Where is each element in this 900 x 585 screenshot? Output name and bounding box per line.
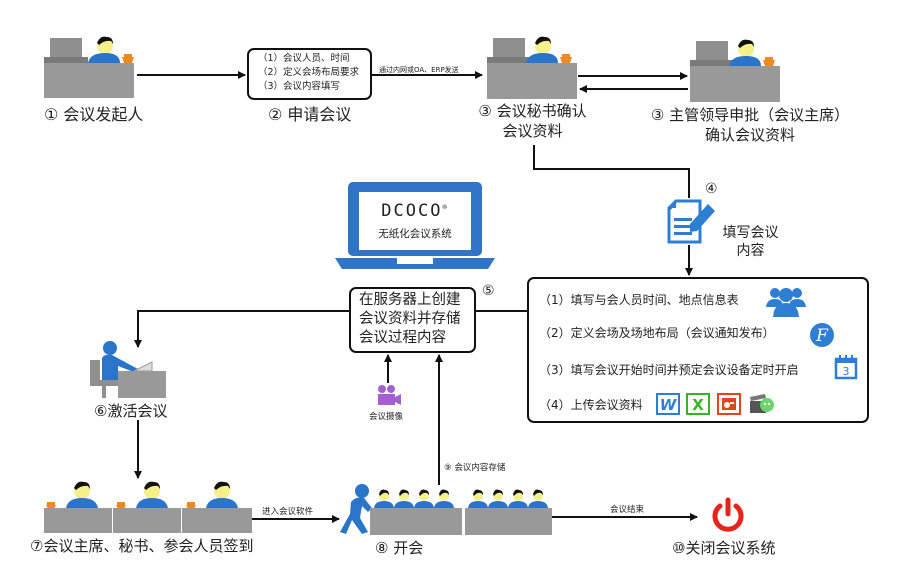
- task-2-label: （2）定义会场及场地布局（会议通知发布）: [539, 326, 775, 340]
- s4-document-edit-icon: [666, 198, 716, 250]
- powerpoint-icon: [717, 393, 741, 419]
- s3b-person-at-desk-icon: [688, 38, 783, 107]
- dcoco-laptop-icon: DCOCO® 无纸化会议系统: [335, 180, 495, 272]
- person-pushing-icon: [355, 484, 369, 498]
- task-1: （1）填写与会人员时间、地点信息表: [539, 291, 739, 308]
- task-3: （3）填写会议开始时间并预定会议设备定时开启: [539, 361, 799, 378]
- laptop-subtitle: 无纸化会议系统: [378, 228, 452, 240]
- s2-to-s3-note: 通过内网或OA、ERP发送: [379, 66, 459, 74]
- excel-icon-text: X: [692, 396, 704, 414]
- s3b-label-line1: ③ 主管领导申批（会议主席）: [650, 106, 850, 124]
- s4-label-line2: 内容: [736, 243, 765, 259]
- s3a-label: ③ 会议秘书确认 会议资料: [470, 101, 595, 141]
- f-logo-icon: F: [809, 322, 835, 352]
- word-icon: W: [656, 393, 680, 419]
- task-4: （4）上传会议资料: [539, 396, 643, 413]
- task-1-label: （1）填写与会人员时间、地点信息表: [539, 293, 739, 307]
- s3a-label-line2: 会议资料: [502, 122, 563, 140]
- task-3-label: （3）填写会议开始时间并预定会议设备定时开启: [539, 363, 799, 377]
- calendar-icon-text: 3: [843, 365, 850, 378]
- s5-line: 会议过程内容: [359, 330, 446, 346]
- s7-to-s8-note: 进入会议软件: [262, 507, 314, 517]
- s5-number: ⑤: [482, 283, 495, 299]
- s3b-label: ③ 主管领导申批（会议主席） 确认会议资料: [640, 105, 860, 145]
- s3b-label-line2: 确认会议资料: [704, 126, 795, 144]
- s4-label-line1: 填写会议: [722, 225, 779, 241]
- people-group-icon: [766, 285, 806, 321]
- task-4-label: （4）上传会议资料: [539, 398, 643, 412]
- s2-request-box: （1）会议人员、时间 （2）定义会场布局要求 （3）会议内容填写: [247, 48, 372, 100]
- s1-label: ① 会议发起人: [44, 105, 144, 124]
- laptop-brand-text: DCOCO: [381, 201, 443, 221]
- s5-server-box: 在服务器上创建 会议资料并存储 会议过程内容: [349, 287, 476, 353]
- s10-label: ⑩关闭会议系统: [672, 539, 776, 557]
- s3a-person-at-desk-icon: [485, 35, 580, 104]
- s9-label: ⑨ 会议内容存储: [444, 463, 506, 473]
- s2-item: （3）会议内容填写: [258, 81, 341, 92]
- s5-line: 在服务器上创建: [359, 292, 461, 308]
- word-icon-text: W: [660, 396, 678, 414]
- s6-person-at-computer-icon: [88, 340, 168, 404]
- s3a-label-line1: ③ 会议秘书确认: [478, 102, 587, 120]
- s4-label: 填写会议 内容: [718, 224, 783, 260]
- calendar-icon: 3: [834, 354, 858, 384]
- s8-meeting-in-progress-icon: [338, 478, 553, 542]
- arrow-s3a-to-s4: [533, 145, 690, 198]
- video-file-icon: [749, 393, 775, 419]
- s8-to-s10-note: 会议结束: [610, 505, 645, 515]
- power-icon: [710, 496, 746, 538]
- arrow-s5-to-s6: [134, 310, 349, 348]
- s2-label: ② 申请会议: [268, 105, 352, 124]
- meeting-tasks-box: （1）填写与会人员时间、地点信息表 （2）定义会场及场地布局（会议通知发布） F…: [527, 277, 869, 423]
- laptop-brand-reg: ®: [442, 203, 449, 212]
- excel-icon: X: [686, 393, 710, 419]
- camera-label: 会议摄像: [369, 412, 404, 422]
- s1-person-at-desk-icon: [42, 35, 137, 104]
- s8-label: ⑧ 开会: [375, 539, 424, 557]
- s2-item: （2）定义会场布局要求: [258, 67, 360, 78]
- s2-item: （1）会议人员、时间: [258, 53, 350, 64]
- s7-meeting-participants-icon: [42, 478, 254, 538]
- svg-text:F: F: [815, 326, 829, 346]
- s4-number: ④: [705, 181, 718, 197]
- s6-label: ⑥激活会议: [94, 402, 168, 420]
- task-2: （2）定义会场及场地布局（会议通知发布）: [539, 324, 775, 341]
- laptop-brand: DCOCO®: [335, 201, 495, 221]
- s5-line: 会议资料并存储: [359, 311, 461, 327]
- s7-label: ⑦会议主席、秘书、参会人员签到: [30, 537, 254, 555]
- video-camera-icon: [377, 384, 403, 410]
